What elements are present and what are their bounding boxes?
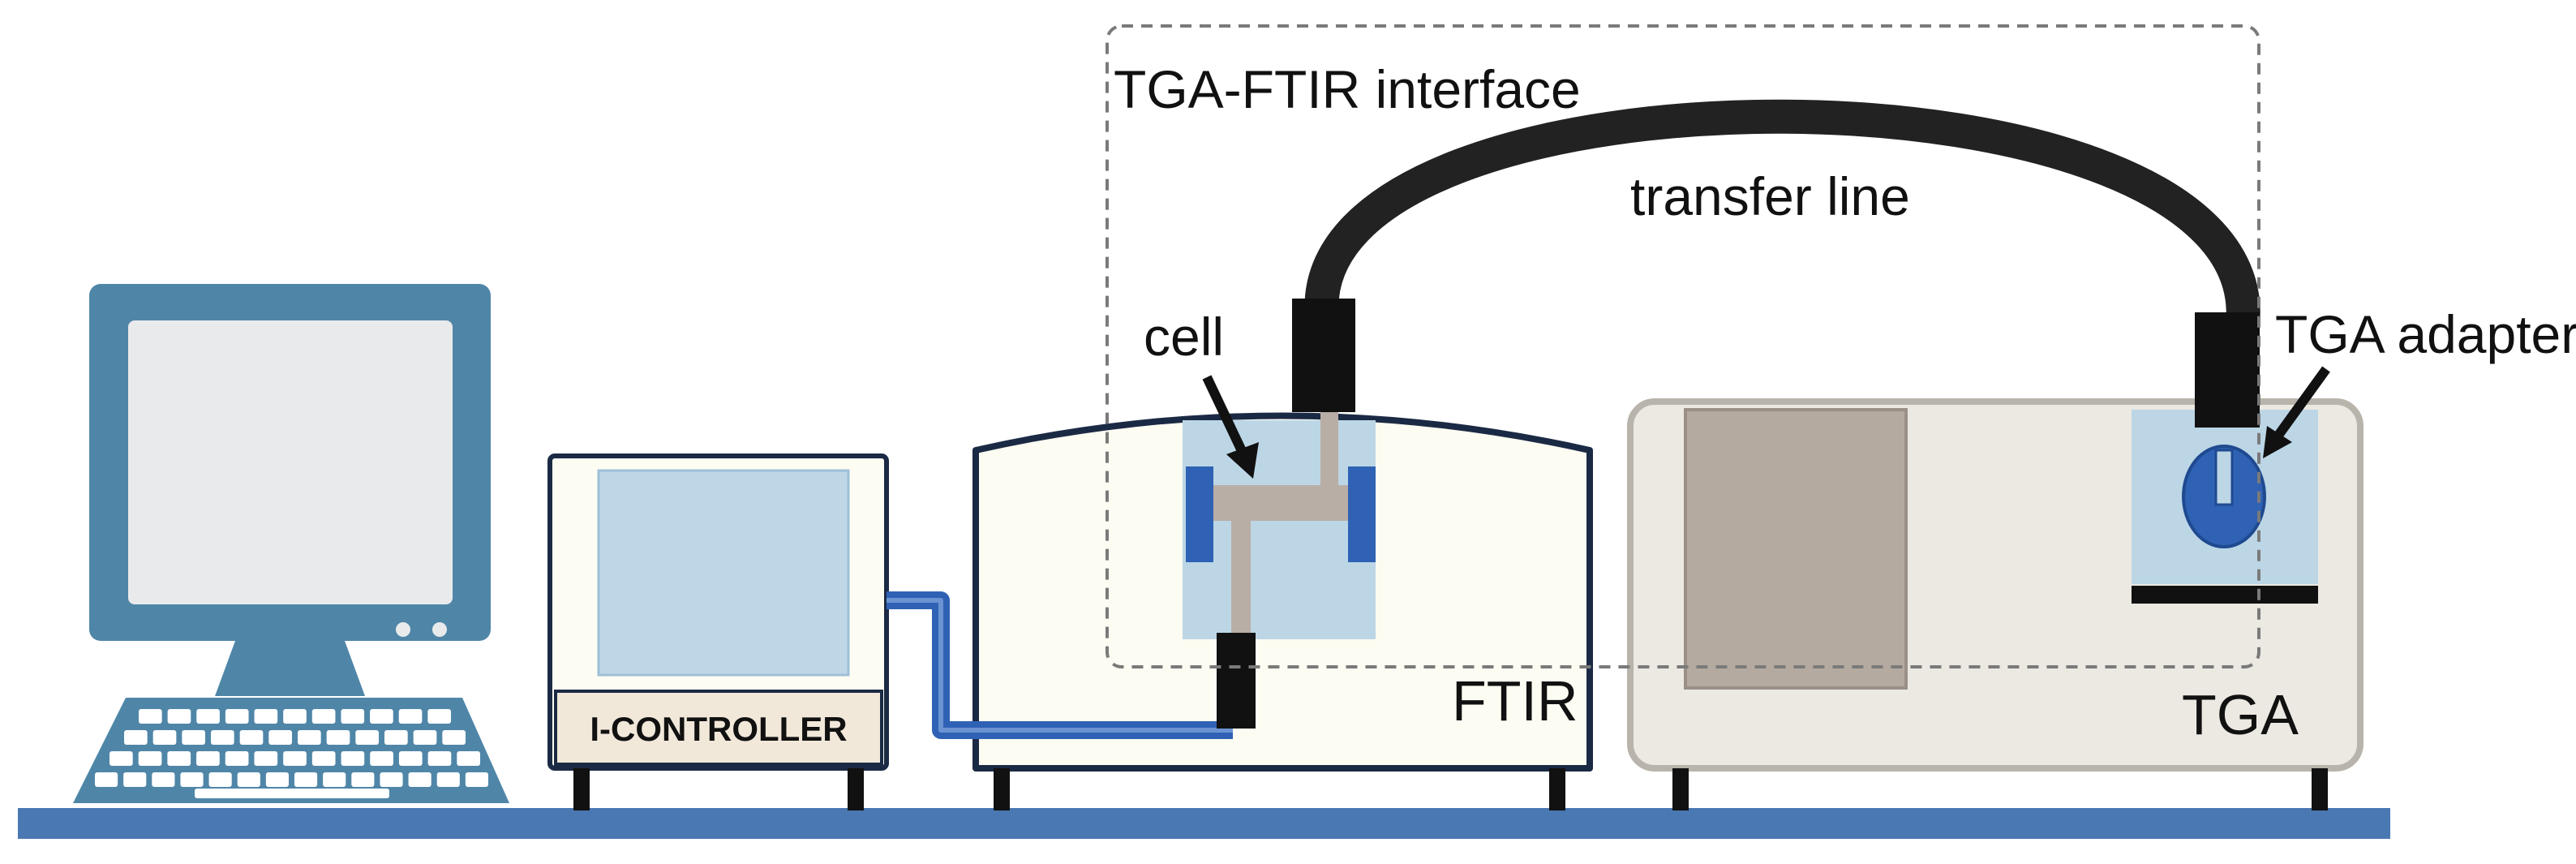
keyboard-icon [73, 698, 509, 803]
keyboard-key [123, 772, 147, 787]
keyboard-key [225, 709, 249, 724]
keyboard-key [370, 709, 393, 724]
transfer-line [1304, 99, 2260, 327]
keyboard-key [152, 730, 177, 745]
keyboard-key [268, 730, 292, 745]
keyboard-key [457, 751, 480, 766]
keyboard-key [196, 709, 220, 724]
keyboard-key [124, 730, 148, 745]
bench-bar [18, 808, 2390, 839]
keyboard-key [408, 772, 431, 787]
keyboard-key [265, 772, 289, 787]
keyboard-key [298, 730, 321, 745]
keyboard-key [294, 772, 318, 787]
keyboard-key [398, 709, 423, 724]
interface-boundary [1106, 24, 2260, 668]
interface-label: TGA-FTIR interface [1114, 59, 1581, 119]
tga-unit: TGA [1627, 398, 2363, 810]
keyboard-key [351, 772, 375, 787]
tga-label: TGA [2182, 683, 2299, 746]
keyboard-key [109, 751, 133, 766]
keyboard-key [211, 730, 234, 745]
keyboard-key [167, 709, 191, 724]
arrow-icon [2263, 366, 2330, 458]
keyboard-key [311, 709, 336, 724]
keyboard-key [341, 751, 365, 766]
keyboard-key [341, 709, 365, 724]
controller-label: I-CONTROLLER [590, 710, 847, 748]
adapter-connector [2195, 312, 2260, 428]
keyboard-key [239, 730, 264, 745]
keyboard-key [152, 772, 175, 787]
keyboard-key [326, 730, 350, 745]
controller-unit: I-CONTROLLER [547, 453, 889, 810]
keyboard-key [196, 751, 220, 766]
keyboard-key [323, 772, 346, 787]
keyboard-key [384, 730, 408, 745]
keyboard-key [355, 730, 379, 745]
keyboard-key [398, 751, 423, 766]
keyboard-key [283, 709, 307, 724]
keyboard-key [237, 772, 260, 787]
keyboard-key [138, 751, 162, 766]
keyboard-key [167, 751, 191, 766]
computer [73, 284, 509, 803]
keyboard-key [413, 730, 437, 745]
keyboard-key [465, 772, 488, 787]
keyboard-key [254, 751, 278, 766]
keyboard-key [254, 709, 278, 724]
keyboard-key [95, 772, 118, 787]
keyboard-key [370, 751, 393, 766]
cell-label: cell [1144, 307, 1224, 367]
ftir-label: FTIR [1452, 669, 1578, 733]
keyboard-key [427, 751, 452, 766]
tga-adapter-label: TGA adapter [2275, 304, 2576, 364]
keyboard-key [311, 751, 336, 766]
monitor-icon [89, 284, 491, 696]
keyboard-key [225, 751, 249, 766]
keyboard-key [180, 772, 204, 787]
keyboard-key [283, 751, 307, 766]
keyboard-spacebar [195, 789, 389, 798]
keyboard-key [436, 772, 460, 787]
cell-connector [1292, 299, 1355, 412]
keyboard-key [208, 772, 232, 787]
keyboard-key [380, 772, 403, 787]
arrow-icon [1202, 375, 1259, 479]
gas-cell [1183, 410, 1376, 729]
keyboard-key [139, 709, 162, 724]
keyboard-key [182, 730, 205, 745]
transfer-line-label: transfer line [1630, 166, 1910, 226]
keyboard-key [442, 730, 466, 745]
keyboard-key [427, 709, 451, 724]
